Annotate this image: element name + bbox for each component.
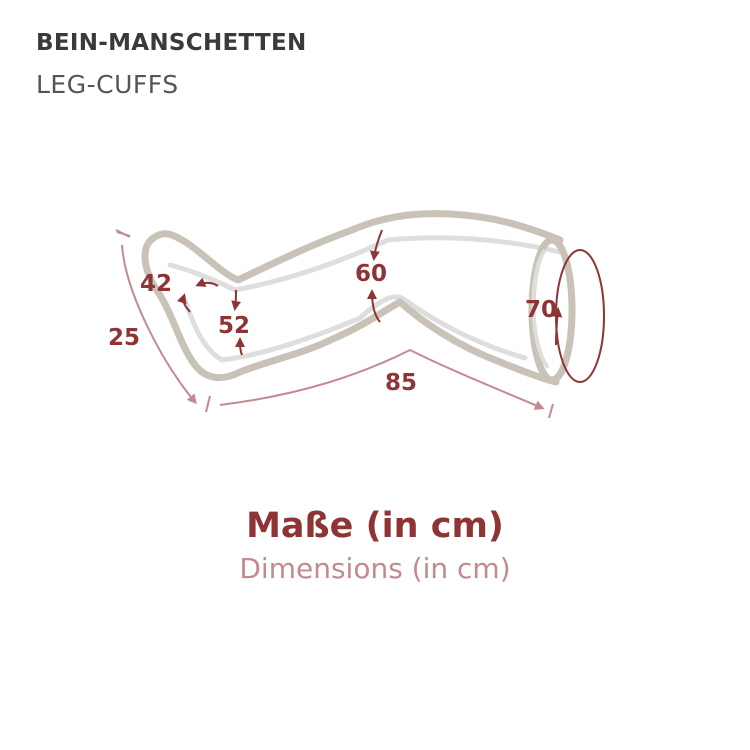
label-60: 60 xyxy=(355,261,387,287)
arrow-52-top xyxy=(231,289,242,311)
title-german: BEIN-MANSCHETTEN xyxy=(36,30,307,56)
arrow-42-right xyxy=(195,277,219,287)
label-85: 85 xyxy=(385,370,417,396)
label-42: 42 xyxy=(140,271,172,297)
arrow-42-left xyxy=(177,293,191,313)
arrow-60-top xyxy=(369,229,383,261)
label-25: 25 xyxy=(108,325,140,351)
label-52: 52 xyxy=(218,313,250,339)
dimension-tick-85-left xyxy=(205,395,211,413)
cuff-opening-inner xyxy=(531,248,550,370)
dimension-line-25 xyxy=(116,231,195,402)
dimension-tick-85-right xyxy=(548,403,554,419)
arrow-52-bottom xyxy=(235,337,246,356)
label-70: 70 xyxy=(525,297,557,323)
cuff-inner-outline xyxy=(167,235,563,363)
circumference-ellipse-70 xyxy=(555,249,605,383)
arrow-60-bottom xyxy=(367,289,381,323)
caption-sub: Dimensions (in cm) xyxy=(239,552,511,585)
title-english: LEG-CUFFS xyxy=(36,70,179,99)
dimension-line-85 xyxy=(219,348,545,410)
caption-main: Maße (in cm) xyxy=(246,506,504,546)
dimension-tick-25 xyxy=(115,229,131,238)
arrow-70 xyxy=(552,307,563,346)
cuff-outline xyxy=(141,210,564,386)
